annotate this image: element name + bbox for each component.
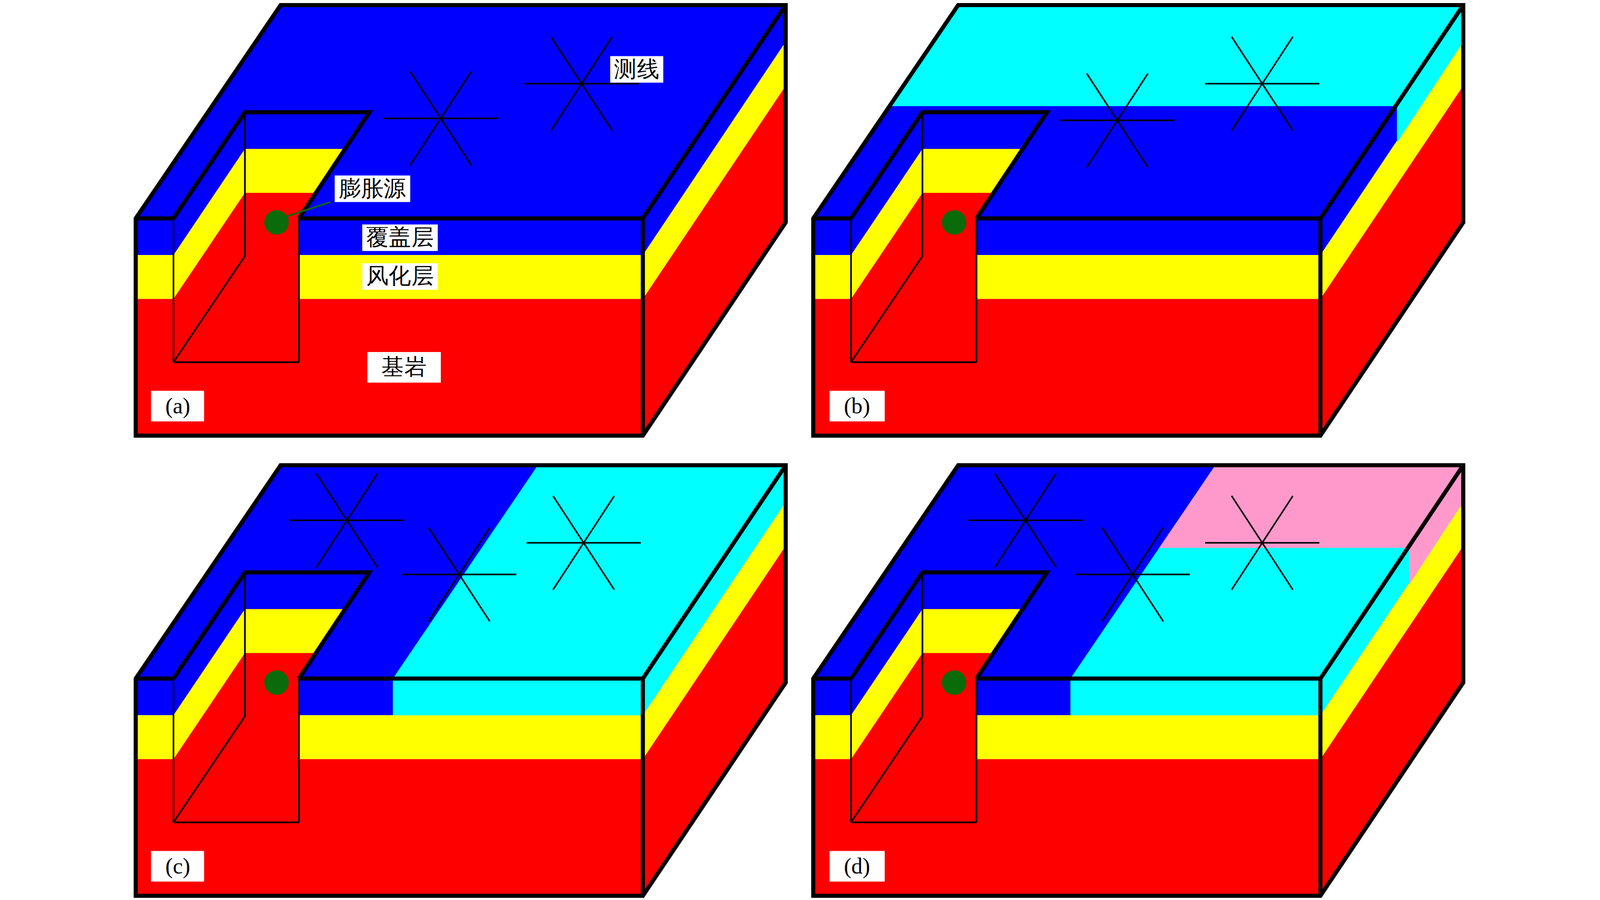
changed-cover-top bbox=[889, 5, 1464, 107]
block-fills bbox=[813, 465, 1464, 896]
source-label: 膨胀源 bbox=[334, 175, 411, 203]
block-outline bbox=[135, 5, 786, 436]
panel-label: (b) bbox=[829, 390, 885, 422]
block-outline bbox=[813, 5, 1464, 436]
survey-line-star bbox=[402, 527, 517, 622]
panel-label: (d) bbox=[829, 850, 885, 882]
survey-line-star bbox=[290, 473, 405, 568]
block-fills bbox=[135, 465, 786, 896]
changed-cover-side bbox=[1396, 5, 1464, 143]
survey-line-star bbox=[526, 495, 642, 590]
layer-label: 基岩 bbox=[367, 352, 441, 383]
survey-line-star bbox=[1205, 495, 1320, 590]
changed-cover-side-2 bbox=[1409, 465, 1463, 585]
block-fills bbox=[135, 5, 786, 436]
changed-cover-front bbox=[392, 678, 643, 716]
layer-label: 覆盖层 bbox=[362, 224, 438, 252]
block-outline bbox=[813, 465, 1464, 896]
survey-line-star bbox=[1205, 36, 1320, 131]
changed-cover-side bbox=[643, 465, 786, 716]
panel-d bbox=[813, 465, 1464, 896]
block-outline bbox=[135, 465, 786, 896]
survey-line-star bbox=[524, 36, 639, 131]
survey-line-label: 测线 bbox=[610, 55, 663, 83]
layer-label: 风化层 bbox=[362, 263, 438, 291]
block-fills bbox=[813, 5, 1464, 436]
survey-line-star bbox=[968, 473, 1083, 568]
survey-line-star bbox=[383, 71, 498, 166]
survey-line-star bbox=[1060, 73, 1175, 168]
leader-line bbox=[286, 202, 331, 217]
survey-line-star bbox=[1075, 527, 1190, 622]
panel-c bbox=[135, 465, 786, 896]
panel-b bbox=[813, 5, 1464, 436]
panel-a bbox=[135, 5, 786, 436]
changed-cover-front bbox=[1070, 678, 1321, 716]
panel-label: (a) bbox=[150, 390, 205, 422]
panel-label: (c) bbox=[150, 850, 205, 882]
